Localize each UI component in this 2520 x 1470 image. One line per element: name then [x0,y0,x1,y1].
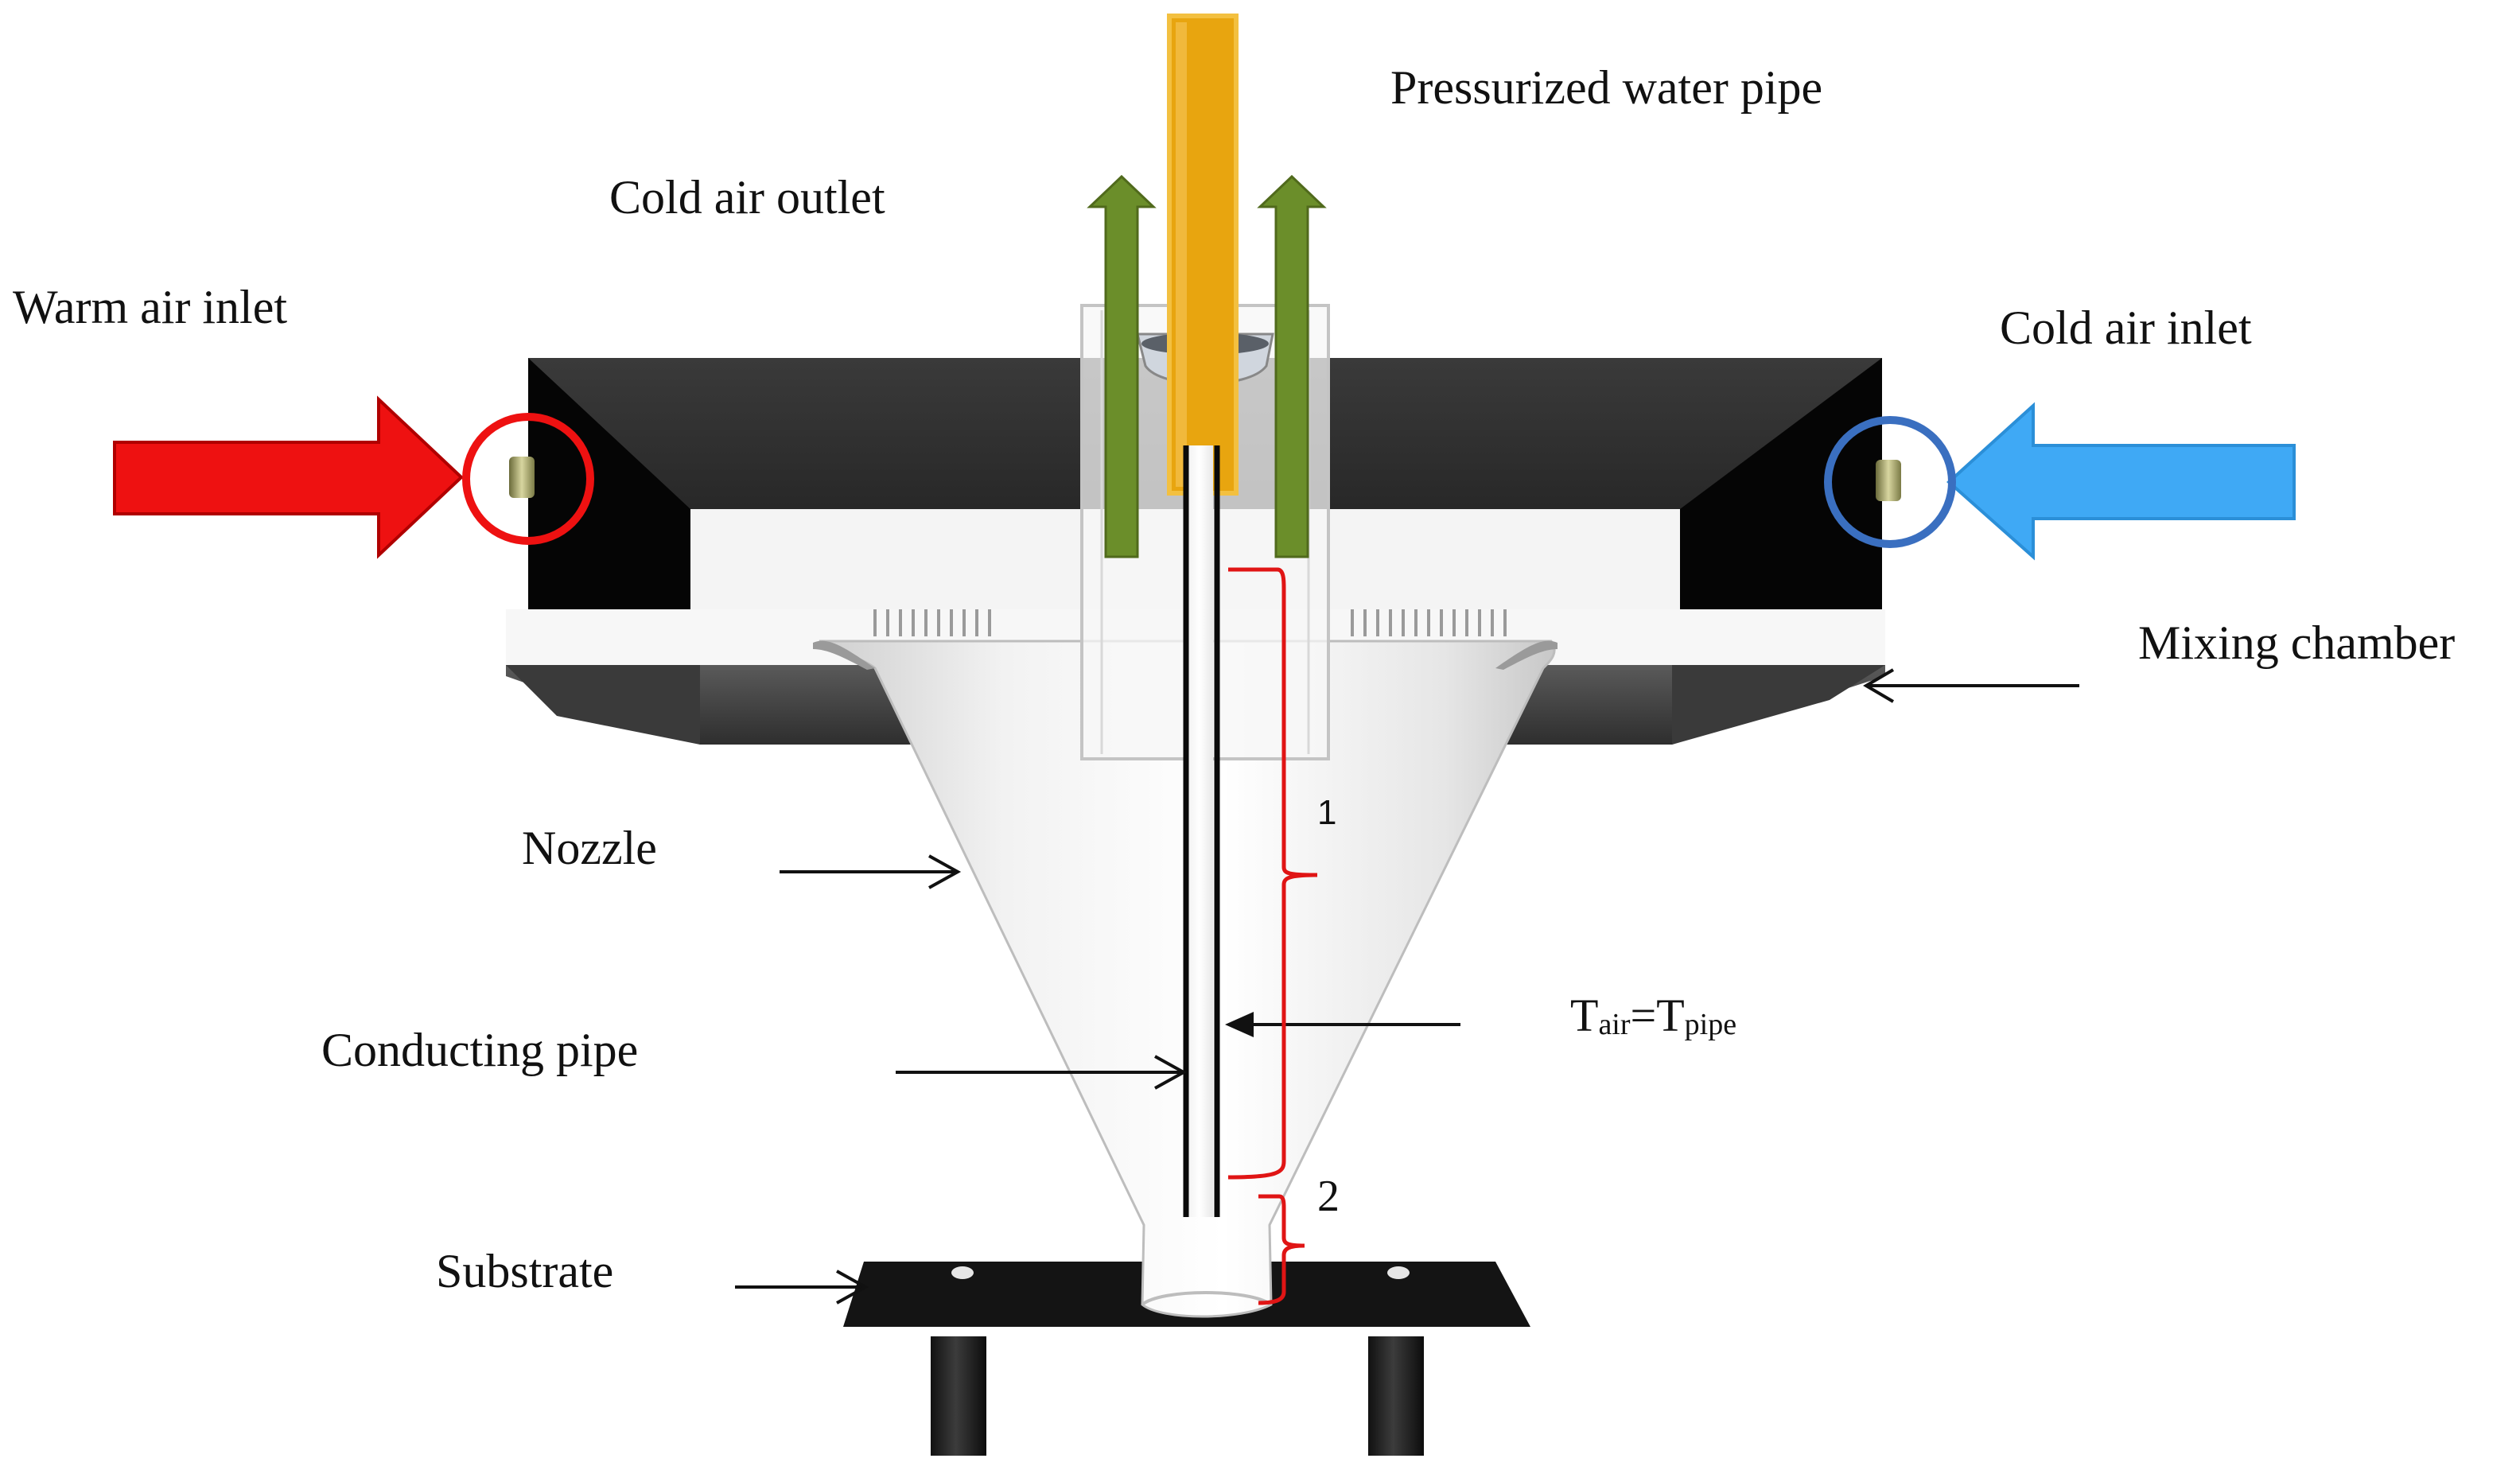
substrate-pointer [735,1270,869,1305]
warm-air-inlet-label: Warm air inlet [13,281,288,333]
conducting-pipe-pointer [896,1055,1188,1090]
cold-air-inlet-label: Cold air inlet [2000,301,2252,354]
warm-air-inlet-arrow [113,395,464,559]
region-1-label: 1 [1317,793,1337,832]
mixing-chamber-fins [873,609,1507,636]
nozzle-label: Nozzle [522,822,657,874]
region-1-bracket [1227,567,1318,1180]
warm-air-fitting [462,413,594,545]
mixing-chamber-label: Mixing chamber [2138,616,2456,669]
substrate-label: Substrate [436,1245,614,1297]
cold-air-outlet-arrow-right [1257,174,1327,558]
tair-equals-tpipe-label: Tair=Tpipe [1570,990,1737,1041]
cold-air-inlet-arrow [1946,402,2296,561]
conducting-pipe [1183,445,1220,1217]
pressurized-water-pipe [1167,14,1239,496]
region-2-bracket [1258,1194,1305,1305]
region-2-label: 2 [1317,1172,1340,1221]
nozzle-pointer [780,854,962,889]
conducting-pipe-label: Conducting pipe [321,1024,639,1076]
tair-tpipe-pointer [1225,1012,1460,1037]
mixing-chamber-pointer [1863,668,2079,703]
cold-air-outlet-label: Cold air outlet [609,171,885,224]
pressurized-water-pipe-label: Pressurized water pipe [1390,61,1823,114]
cold-air-fitting [1824,416,1956,548]
cold-air-outlet-arrow-left [1087,174,1157,558]
